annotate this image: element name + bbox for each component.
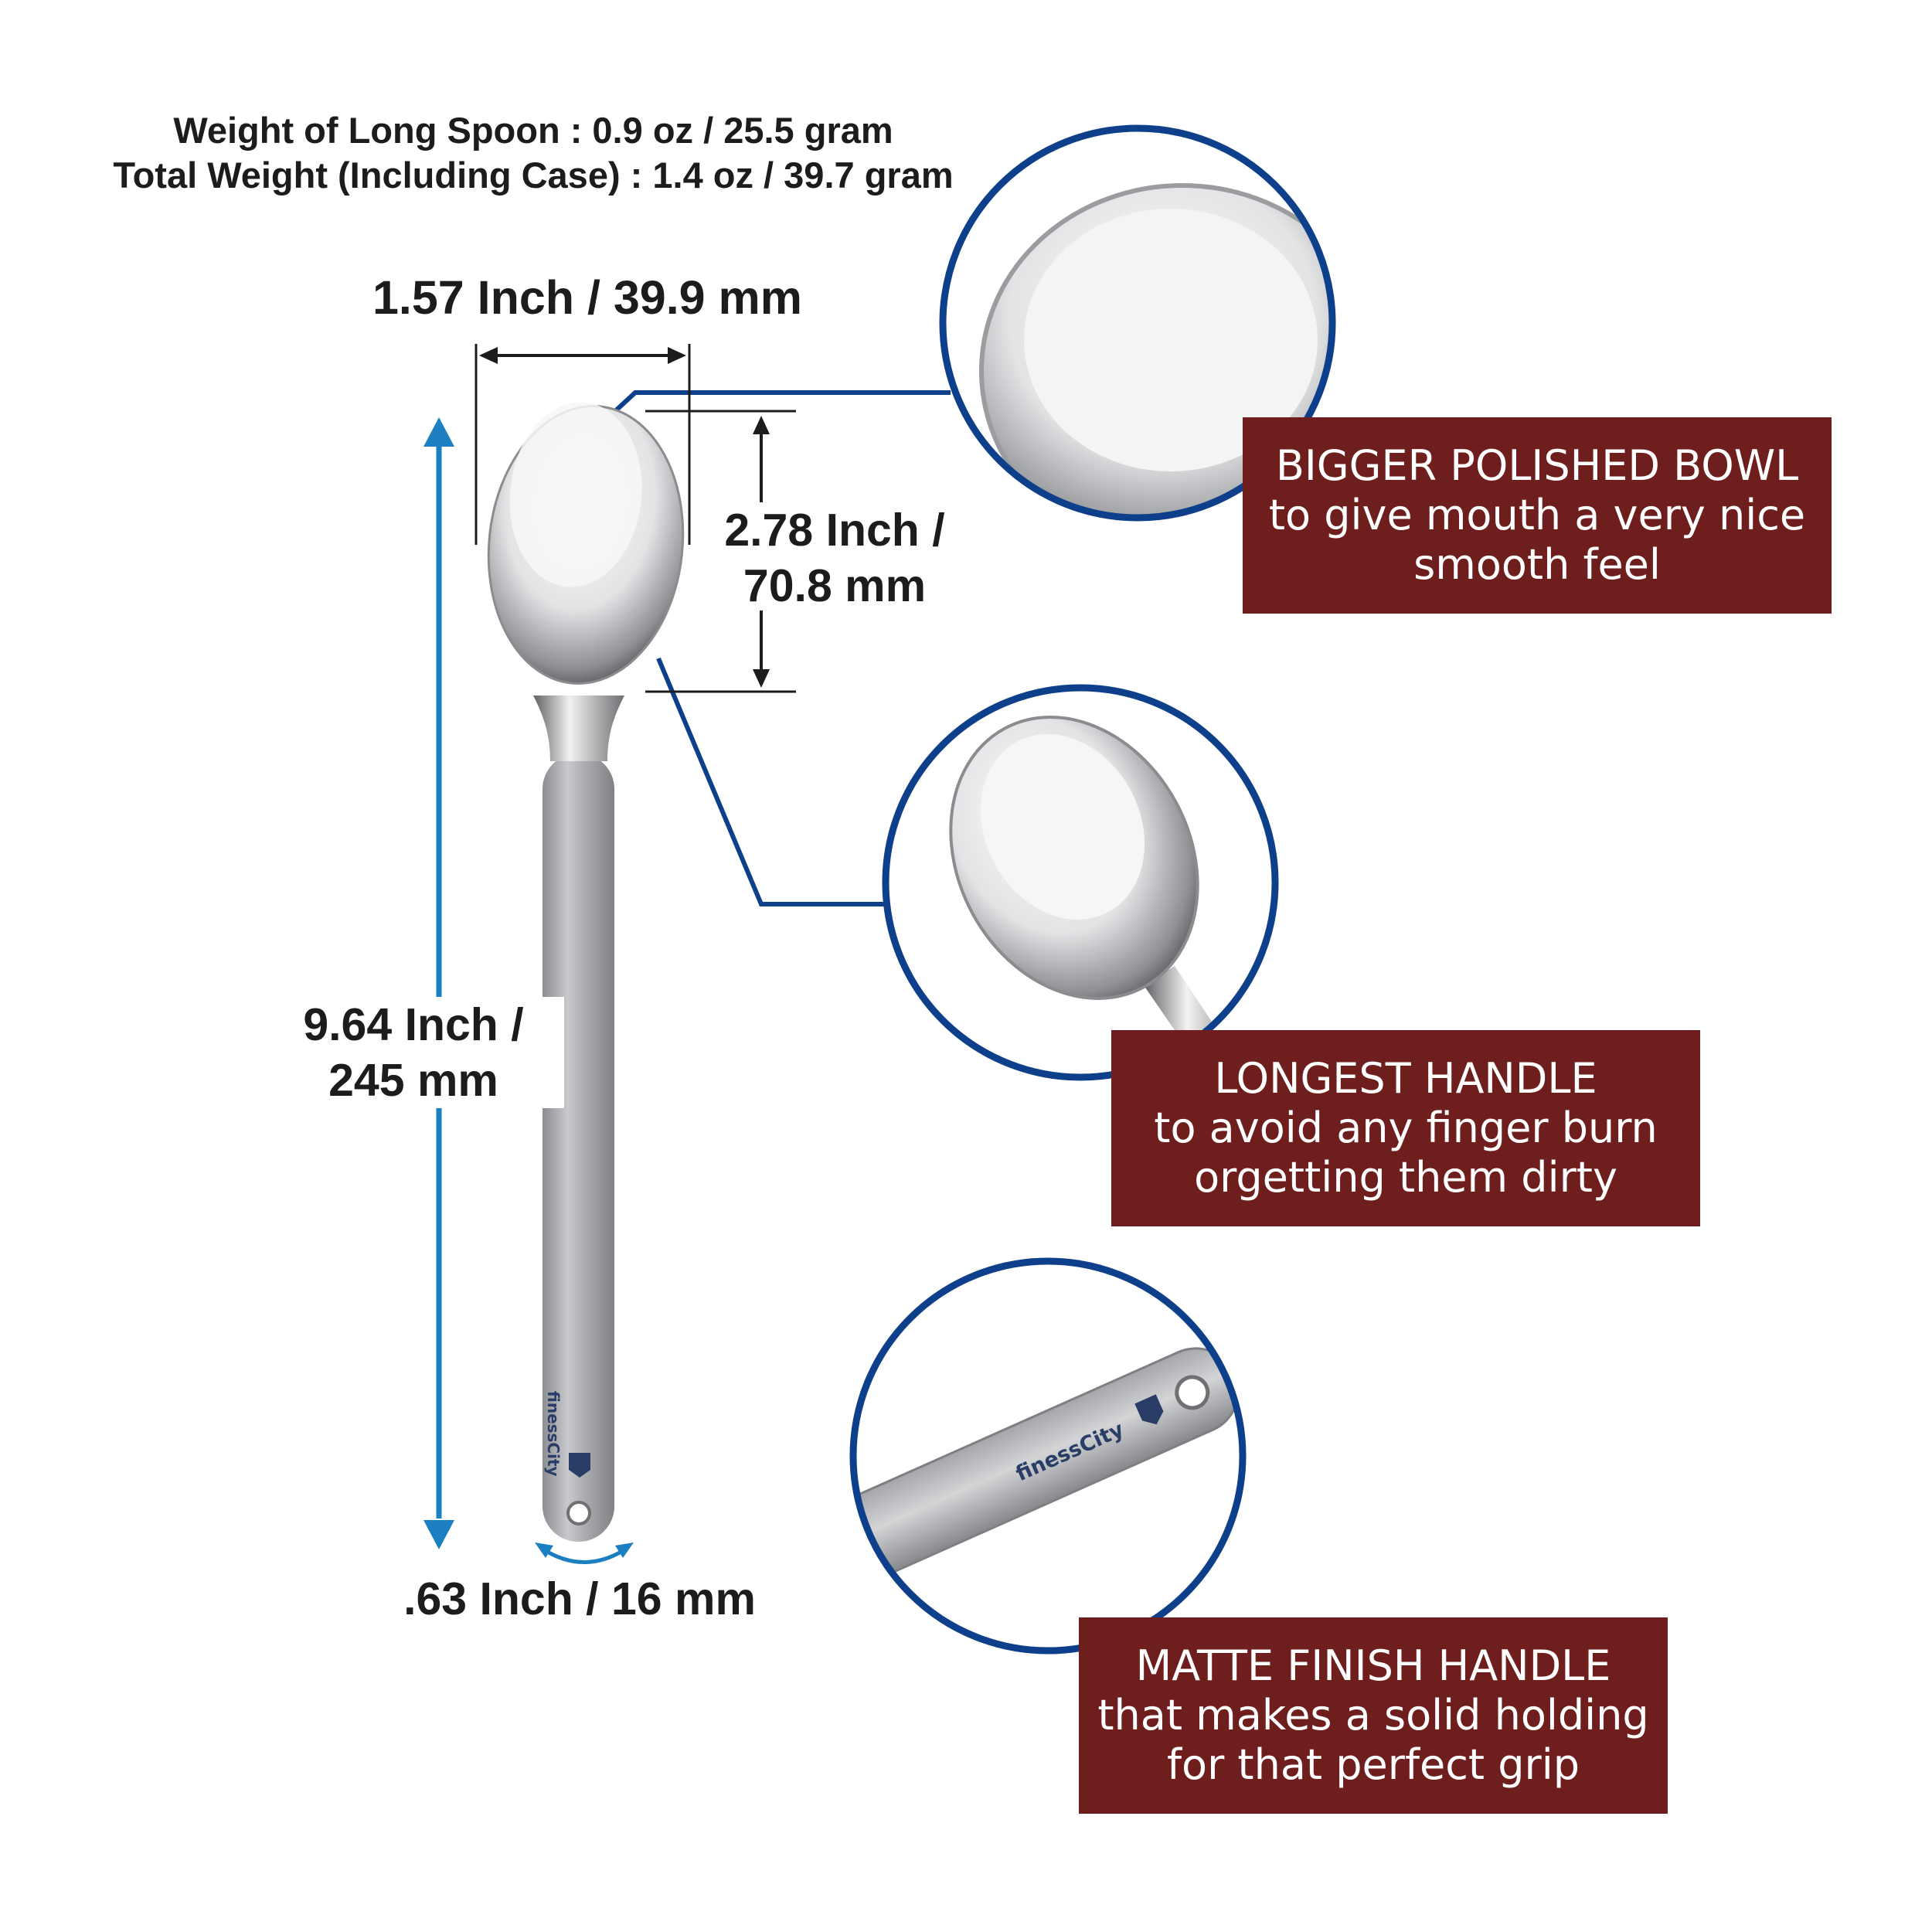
bowl-length-line2: 70.8 mm	[743, 560, 927, 611]
feature-text: orgetting them dirty	[1194, 1153, 1617, 1202]
brand-logo-text: finessCity	[544, 1391, 563, 1477]
total-length-arrow	[423, 417, 454, 1549]
feature-callout-handle-length: LONGEST HANDLE to avoid any finger burn …	[1111, 1030, 1700, 1226]
zoom-circle-handle	[849, 1257, 1247, 1655]
feature-title: MATTE FINISH HANDLE	[1135, 1641, 1611, 1690]
weight-specs: Weight of Long Spoon : 0.9 oz / 25.5 gra…	[93, 108, 974, 198]
total-length-label: 9.64 Inch / 245 mm	[263, 997, 564, 1108]
feature-callout-matte-finish: MATTE FINISH HANDLE that makes a solid h…	[1079, 1617, 1668, 1814]
connector-line-handle	[656, 657, 887, 906]
connector-line-bowl	[613, 390, 951, 413]
spoon-image	[487, 402, 685, 1542]
feature-text: for that perfect grip	[1167, 1740, 1580, 1789]
feature-title: BIGGER POLISHED BOWL	[1275, 441, 1799, 490]
hang-hole	[566, 1501, 591, 1525]
spoon-handle	[543, 753, 614, 1542]
total-length-line1: 9.64 Inch /	[303, 999, 524, 1050]
bowl-width-label: 1.57 Inch / 39.9 mm	[372, 271, 803, 324]
feature-text: to give mouth a very nice	[1268, 491, 1806, 539]
feature-text: that makes a solid holding	[1097, 1691, 1649, 1740]
feature-text: to avoid any finger burn	[1154, 1104, 1658, 1152]
feature-callout-bowl: BIGGER POLISHED BOWL to give mouth a ver…	[1243, 417, 1832, 614]
spoon-neck	[533, 696, 624, 761]
zoom-circle-spoon	[882, 684, 1279, 1081]
handle-width-label: .63 Inch / 16 mm	[403, 1573, 756, 1624]
feature-text: smooth feel	[1413, 540, 1661, 589]
logo-icon	[569, 1453, 590, 1478]
bowl-length-label: 2.78 Inch / 70.8 mm	[696, 502, 974, 614]
total-length-line2: 245 mm	[328, 1055, 498, 1106]
width-dimension	[474, 344, 691, 545]
bowl-length-dimension	[645, 410, 796, 693]
feature-title: LONGEST HANDLE	[1214, 1054, 1597, 1103]
curved-arrow-icon	[535, 1542, 634, 1564]
bowl-length-line1: 2.78 Inch /	[724, 505, 945, 556]
total-weight: Total Weight (Including Case) : 1.4 oz /…	[113, 155, 954, 196]
spoon-weight: Weight of Long Spoon : 0.9 oz / 25.5 gra…	[173, 110, 893, 151]
